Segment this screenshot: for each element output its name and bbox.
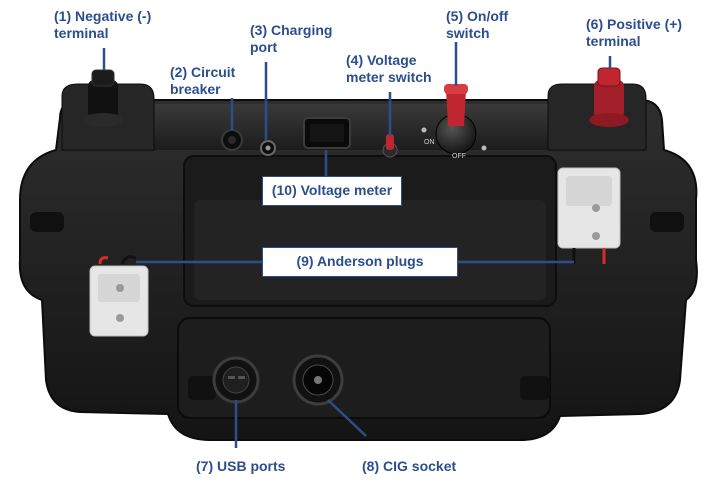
socket-icon [212,354,344,406]
label-negative-terminal-line2: terminal [54,25,109,41]
label-positive-terminal-line2: terminal [586,33,641,49]
label-charging-port: (3) Charging port [250,22,332,56]
label-voltage-meter-switch: (4) Voltage meter switch [346,52,432,86]
voltage-meter-switch-icon [382,134,398,158]
anderson-plug-icon [89,255,149,337]
positive-terminal-post-icon [589,67,629,127]
label-voltage-meter: (10) Voltage meter [262,176,402,206]
switch-on-mark: ON [424,139,435,146]
label-negative-terminal: (1) Negative (-) terminal [54,8,151,42]
label-cig-socket: (8) CIG socket [362,458,457,474]
label-on-off-switch: (5) On/off switch [446,8,508,42]
label-charging-port-line2: port [250,39,278,55]
label-circuit-breaker-line1: (2) Circuit [170,64,236,80]
negative-terminal-post-icon [83,69,123,127]
label-voltage-meter-switch-line1: (4) Voltage [346,52,417,68]
anderson-plug-icon-right [557,167,621,264]
label-charging-port-line1: (3) Charging [250,22,333,38]
label-positive-terminal-line1: (6) Positive (+) [586,16,683,32]
label-negative-terminal-line1: (1) Negative (-) [54,8,152,24]
label-on-off-switch-line1: (5) On/off [446,8,509,24]
switch-knob-icon [421,84,487,155]
label-on-off-switch-line2: switch [446,25,490,41]
label-voltage-meter-switch-line2: meter switch [346,69,432,85]
voltage-meter-icon [303,117,351,149]
switch-off-mark: OFF [452,153,466,160]
label-anderson-plugs: (9) Anderson plugs [262,247,458,277]
circuit-breaker-icon [221,129,243,151]
label-circuit-breaker-line2: breaker [170,81,221,97]
label-usb-ports: (7) USB ports [196,458,286,474]
label-circuit-breaker: (2) Circuit breaker [170,64,235,98]
leader-lines [102,42,612,448]
charging-port-icon [260,140,276,156]
label-positive-terminal: (6) Positive (+) terminal [586,16,682,50]
